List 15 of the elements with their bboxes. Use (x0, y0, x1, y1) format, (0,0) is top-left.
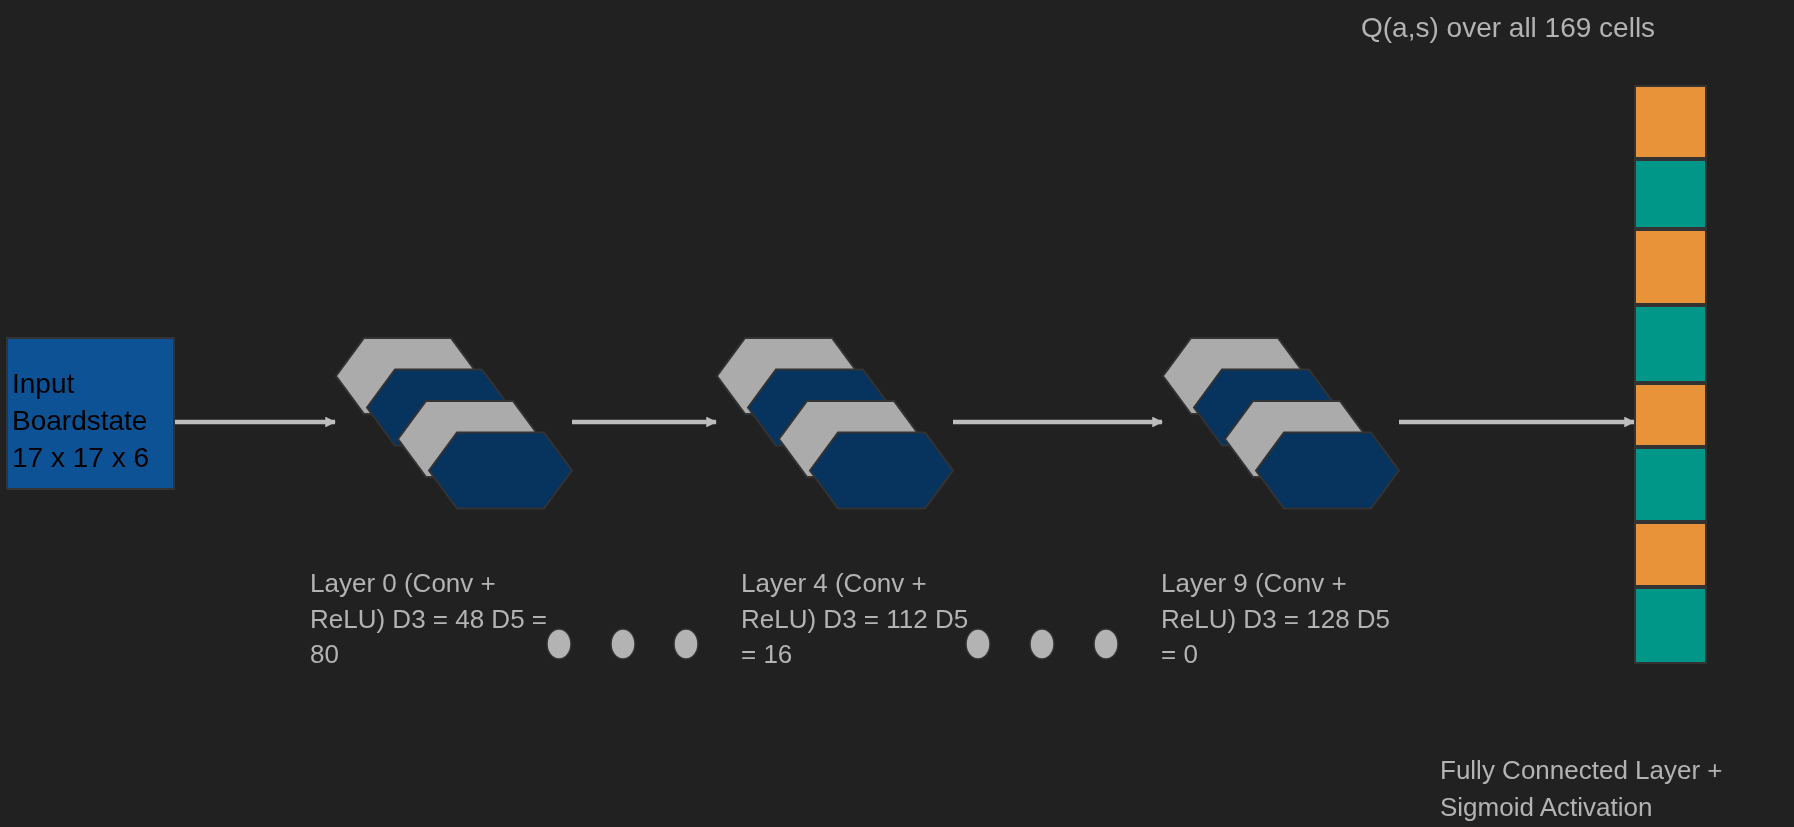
conv-layer-stack-drawing (1162, 337, 1399, 509)
layer-caption: Layer 0 (Conv + ReLU) D3 = 48 D5 = 80 (310, 567, 548, 671)
node-label: Input Boardstate 17 x 17 x 6 (12, 367, 150, 475)
layer-caption: Layer 9 (Conv + ReLU) D3 = 128 D5 = 0 (1161, 567, 1392, 671)
arrow (175, 416, 337, 428)
conv-layer-stack-drawing (716, 337, 953, 509)
arrow (953, 416, 1164, 428)
layer-caption: Fully Connected Layer + Sigmoid Activation (1440, 754, 1724, 824)
title: Q(a,s) over all 169 cells (1361, 11, 1656, 45)
layer-caption: Layer 4 (Conv + ReLU) D3 = 112 D5 = 16 (741, 567, 970, 671)
output-vector-drawing (1634, 85, 1707, 664)
arrow (1399, 416, 1636, 428)
input-box (6, 337, 175, 490)
arrow (572, 416, 718, 428)
conv-layer-stack-drawing (335, 337, 572, 509)
